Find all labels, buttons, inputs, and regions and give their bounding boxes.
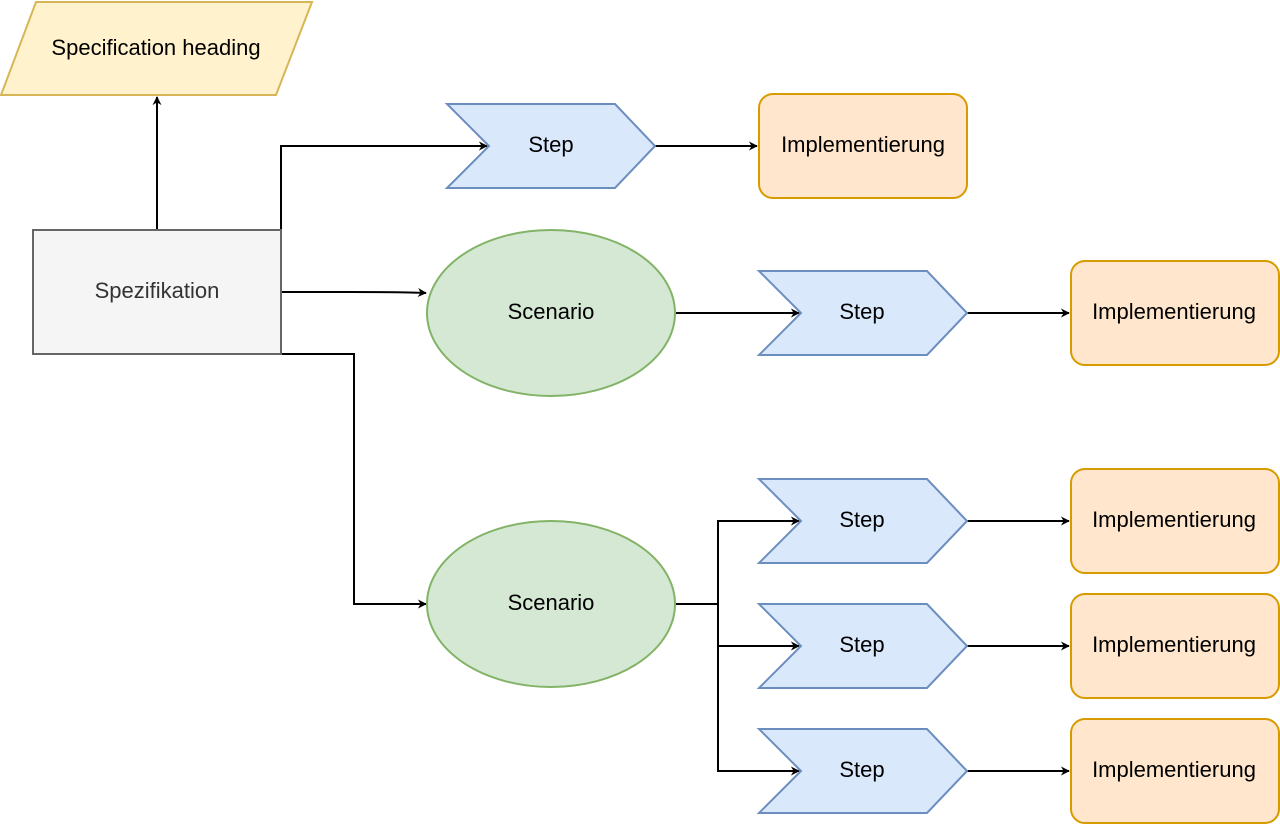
specification-shape xyxy=(32,229,282,355)
impl-5-shape xyxy=(1070,718,1280,824)
impl-3-label: Implementierung xyxy=(1092,507,1256,532)
node-implementation-1[interactable]: Implementierung xyxy=(758,93,968,199)
node-step-3[interactable]: Step xyxy=(756,478,969,564)
impl-1-shape xyxy=(758,93,968,199)
step-2-shape xyxy=(756,270,969,356)
node-implementation-5[interactable]: Implementierung xyxy=(1070,718,1280,824)
edge-spec-to-scenario-2 xyxy=(281,353,427,609)
step-2-label: Step xyxy=(839,299,884,324)
heading-label: Specification heading xyxy=(51,35,260,60)
step-5-shape xyxy=(756,728,969,814)
step-1-shape xyxy=(444,103,657,189)
connectors xyxy=(152,96,1070,776)
scenario-1-shape xyxy=(426,229,676,397)
node-step-4[interactable]: Step xyxy=(756,603,969,689)
specification-label: Spezifikation xyxy=(95,278,220,303)
node-implementation-4[interactable]: Implementierung xyxy=(1070,593,1280,699)
heading-shape xyxy=(0,0,314,96)
edge-scenario-2-to-step-5 xyxy=(717,646,800,776)
node-scenario-1[interactable]: Scenario xyxy=(426,229,676,397)
step-4-shape xyxy=(756,603,969,689)
step-3-shape xyxy=(756,478,969,564)
impl-3-shape xyxy=(1070,468,1280,574)
impl-4-shape xyxy=(1070,593,1280,699)
scenario-2-label: Scenario xyxy=(508,590,595,615)
edge-spec-to-step-1 xyxy=(280,141,488,230)
node-specification[interactable]: Spezifikation xyxy=(32,229,282,355)
step-5-label: Step xyxy=(839,757,884,782)
impl-2-label: Implementierung xyxy=(1092,299,1256,324)
impl-4-label: Implementierung xyxy=(1092,632,1256,657)
scenario-2-shape xyxy=(426,520,676,688)
node-step-1[interactable]: Step xyxy=(444,103,657,189)
node-scenario-2[interactable]: Scenario xyxy=(426,520,676,688)
impl-5-label: Implementierung xyxy=(1092,757,1256,782)
impl-2-shape xyxy=(1070,260,1280,366)
edge-scenario-2-to-step-3 xyxy=(676,516,800,605)
node-implementation-2[interactable]: Implementierung xyxy=(1070,260,1280,366)
impl-1-label: Implementierung xyxy=(781,132,945,157)
node-step-2[interactable]: Step xyxy=(756,270,969,356)
step-4-label: Step xyxy=(839,632,884,657)
step-1-label: Step xyxy=(528,132,573,157)
node-step-5[interactable]: Step xyxy=(756,728,969,814)
step-3-label: Step xyxy=(839,507,884,532)
scenario-1-label: Scenario xyxy=(508,299,595,324)
node-specification-heading[interactable]: Specification heading xyxy=(0,0,314,96)
edge-spec-to-scenario-1 xyxy=(281,288,427,297)
node-implementation-3[interactable]: Implementierung xyxy=(1070,468,1280,574)
